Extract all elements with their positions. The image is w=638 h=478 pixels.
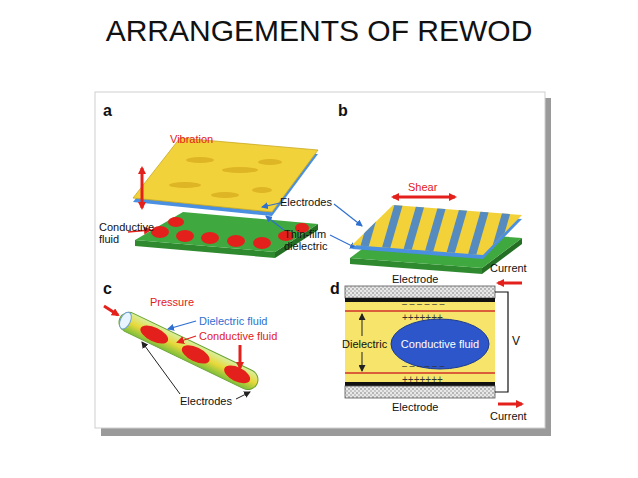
stripe <box>492 200 510 262</box>
droplet <box>227 235 245 247</box>
leader-arrow <box>168 321 196 329</box>
vibration-arrow <box>141 168 144 208</box>
dielectric-layer <box>345 310 495 312</box>
stripe <box>470 200 488 262</box>
stripe <box>360 200 378 262</box>
signal-label: Current <box>490 262 527 274</box>
signal-label: Current <box>490 410 527 422</box>
current-arrow <box>498 403 522 406</box>
voltage-label: V <box>512 335 520 348</box>
part-label: Dielectric fluid <box>199 315 267 327</box>
texture-mark <box>252 187 272 193</box>
action-label: Shear <box>408 181 437 193</box>
figure-frame <box>95 92 545 428</box>
tube-end <box>117 310 134 331</box>
texture-mark <box>222 167 258 173</box>
circuit-wire <box>495 292 508 392</box>
dielectric-layer <box>345 372 495 374</box>
texture <box>169 157 282 198</box>
top-electrode <box>345 286 495 298</box>
panel-letter: a <box>103 102 112 120</box>
part-label: Conductive fluid <box>99 221 157 245</box>
panel-letter: d <box>330 280 340 298</box>
panel-letter: c <box>103 280 112 298</box>
charge-sign: +++++++ <box>402 374 443 385</box>
charge-sign: +++++++ <box>402 312 443 323</box>
charge-sign: – – – – – – <box>402 362 445 372</box>
leader-arrow <box>362 352 363 371</box>
texture-mark <box>211 192 239 198</box>
stripe <box>514 200 532 262</box>
part-label: Conductive fluid <box>199 330 277 342</box>
part-label: Electrodes <box>280 196 332 208</box>
leader-arrow <box>334 204 362 226</box>
action-label: Vibration <box>170 133 213 145</box>
droplet <box>176 230 194 242</box>
pressure-arrow <box>239 345 242 368</box>
leader-arrow <box>178 336 196 342</box>
droplet <box>179 342 212 368</box>
leader-arrow <box>362 314 363 336</box>
stripes <box>360 200 532 262</box>
slide-title: ARRANGEMENTS OF REWOD <box>0 14 638 48</box>
droplet <box>221 362 252 387</box>
shear-arrow <box>393 196 455 199</box>
leader-arrow <box>266 216 284 230</box>
bottom-electrode <box>345 386 495 398</box>
droplet <box>253 237 271 249</box>
part-label: Electrode <box>392 273 438 285</box>
droplet <box>168 217 184 227</box>
texture-mark <box>258 159 282 165</box>
leader-arrow <box>262 203 280 207</box>
part-label: Electrode <box>392 401 438 413</box>
node-label: Conductive fluid <box>401 338 479 350</box>
leader-arrow <box>236 392 250 399</box>
pressure-arrow <box>104 306 118 315</box>
stripe <box>448 200 466 262</box>
texture-mark <box>186 157 214 163</box>
stripe <box>382 200 400 262</box>
charge-sign: – – – – – – <box>402 300 445 310</box>
part-label: Electrodes <box>180 395 232 407</box>
texture-mark <box>169 182 201 188</box>
panel-letter: b <box>338 102 348 120</box>
leader-arrow <box>142 342 180 394</box>
leader-arrow <box>330 235 356 248</box>
part-label: Dielectric <box>342 338 387 350</box>
part-label: Thin-film dielectric <box>284 228 342 252</box>
current-arrow <box>498 282 522 285</box>
droplet <box>201 232 219 244</box>
stripe <box>426 200 444 262</box>
action-label: Pressure <box>150 296 194 308</box>
stripe <box>404 200 422 262</box>
